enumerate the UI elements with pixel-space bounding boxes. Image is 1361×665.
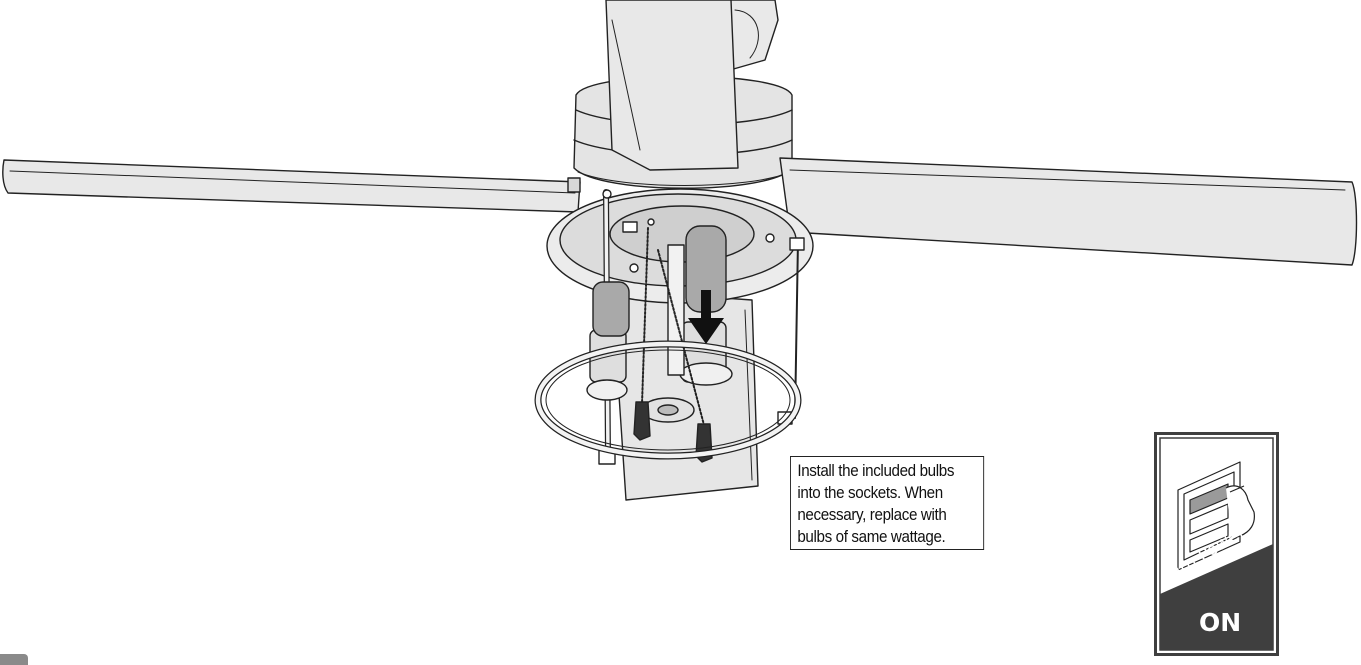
instruction-callout: Install the included bulbs into the sock… [790,456,985,550]
pull-chain-right [657,249,705,426]
turn-power-on-panel [1154,432,1279,656]
pull-chain-fob-left [633,401,651,441]
fan-blade-back [605,0,739,171]
install-arrow-icon [688,290,724,344]
fan-blade-left [2,159,581,213]
pull-chain-left [641,227,649,405]
power-on-label: ON [1199,608,1242,637]
instruction-line-2: into the sockets. When [797,484,943,502]
light-switch-icon [1177,461,1255,571]
fan-blade-right [779,157,1358,266]
instruction-line-3: necessary, replace with [797,506,947,524]
fan-blade-front [611,289,759,501]
bulb-left [592,281,630,337]
instruction-line-4: bulbs of same wattage. [797,528,946,546]
instruction-line-1: Install the included bulbs [797,462,955,480]
page-corner-tab [0,654,28,665]
